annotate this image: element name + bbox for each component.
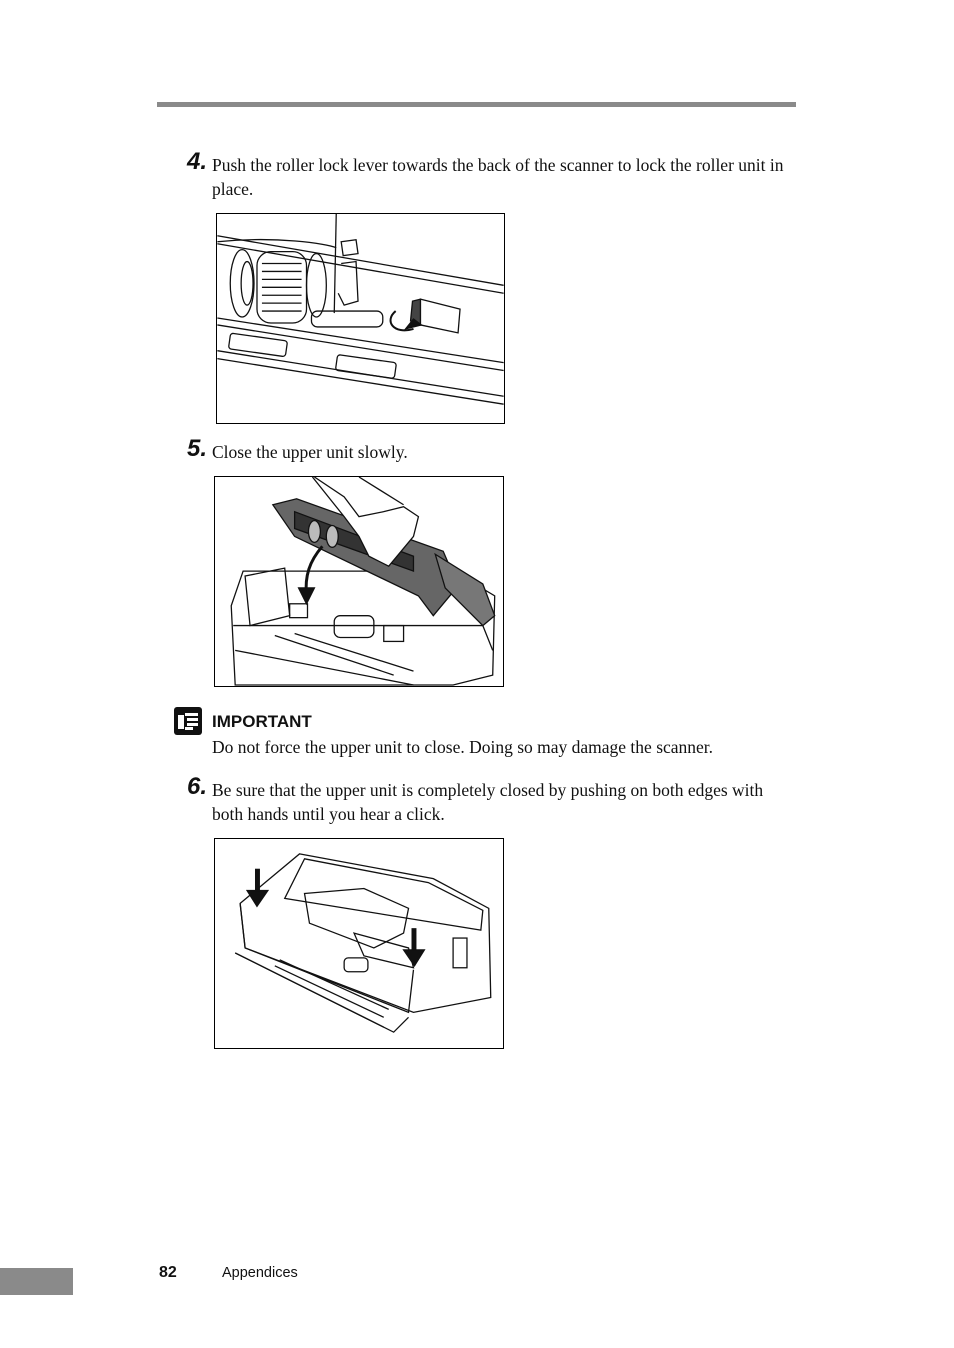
important-heading: IMPORTANT (212, 712, 312, 731)
hand-pointer-icon (174, 707, 202, 735)
step-5-number: 5. (187, 435, 208, 462)
close-upper-unit-illustration (214, 476, 504, 687)
step-4-number: 4. (187, 148, 208, 175)
push-both-edges-illustration (214, 838, 504, 1049)
step-5-text: Close the upper unit slowly. (212, 442, 408, 462)
step-6-text: Be sure that the upper unit is completel… (212, 780, 764, 824)
footer-section-name: Appendices (222, 1265, 298, 1281)
footer-tab-marker (0, 1268, 73, 1295)
page-number: 82 (159, 1264, 177, 1281)
important-text: Do not force the upper unit to close. Do… (212, 737, 714, 757)
step-4-text: Push the roller lock lever towards the b… (212, 155, 784, 199)
roller-lock-lever-illustration (216, 213, 505, 424)
step-6-number: 6. (187, 773, 208, 800)
header-rule (157, 102, 796, 107)
